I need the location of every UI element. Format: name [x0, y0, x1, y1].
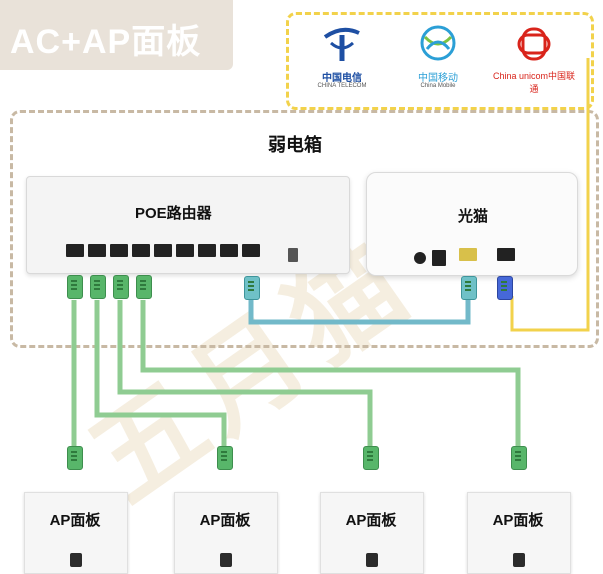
rj45-plug: [67, 275, 83, 299]
poe-router-label: POE路由器: [135, 205, 212, 222]
ap-port: [513, 553, 525, 567]
router-port: [154, 244, 172, 257]
rj45-plug: [136, 275, 152, 299]
ap-cable: [94, 300, 227, 450]
china-telecom-logo: 中国电信 CHINA TELECOM: [297, 21, 387, 101]
modem-pon-port: [497, 248, 515, 261]
mobile-name: 中国移动: [418, 73, 458, 84]
rj45-plug: [511, 446, 527, 470]
mobile-name-en: China Mobile: [420, 83, 456, 89]
rj45-plug: [113, 275, 129, 299]
rj45-plug: [217, 446, 233, 470]
router-port: [132, 244, 150, 257]
ap-panel-label: AP面板: [49, 512, 101, 529]
router-port: [88, 244, 106, 257]
modem-lan-port: [459, 248, 477, 261]
china-mobile-logo: 中国移动 China Mobile: [393, 21, 483, 101]
ap-panel: [174, 492, 278, 574]
router-port: [220, 244, 238, 257]
rj45-plug-modem: [461, 276, 477, 300]
ap-port: [70, 553, 82, 567]
page-title: AC+AP面板: [10, 23, 202, 61]
router-port: [66, 244, 84, 257]
carrier-logos-box: 中国电信 CHINA TELECOM 中国移动 China Mobile Chi…: [286, 12, 594, 110]
rj45-plug: [67, 446, 83, 470]
modem-power-port: [414, 252, 426, 264]
weak-current-box: [10, 110, 599, 348]
china-telecom-icon: [323, 27, 360, 61]
telecom-name: 中国电信: [322, 73, 362, 84]
ap-cable: [140, 300, 521, 450]
router-power-switch: [288, 248, 298, 262]
china-unicom-logo: China unicom中国联通: [489, 21, 579, 101]
title-banner: AC+AP面板: [0, 0, 233, 70]
fiber-connector: [497, 276, 513, 300]
telecom-name-en: CHINA TELECOM: [317, 83, 367, 89]
ap-cable: [117, 300, 373, 450]
ap-port: [220, 553, 232, 567]
ap-panel-label: AP面板: [492, 512, 544, 529]
modem-dc-port: [432, 250, 446, 266]
rj45-plug: [363, 446, 379, 470]
ap-panel: [467, 492, 571, 574]
router-port: [198, 244, 216, 257]
rj45-plug: [90, 275, 106, 299]
weak-current-box-label: 弱电箱: [268, 135, 322, 155]
router-wan-port: [242, 244, 260, 257]
rj45-plug-wan: [244, 276, 260, 300]
unicom-name: China unicom中国联通: [492, 71, 576, 94]
optical-modem-label: 光猫: [458, 208, 489, 225]
wan-cable: [248, 300, 471, 325]
china-mobile-icon: [420, 25, 456, 61]
china-unicom-icon: [517, 27, 551, 61]
ap-port: [366, 553, 378, 567]
router-port: [110, 244, 128, 257]
ap-panel-label: AP面板: [199, 512, 251, 529]
fiber-cable: [510, 58, 590, 332]
ap-panel-label: AP面板: [345, 512, 397, 529]
router-port: [176, 244, 194, 257]
